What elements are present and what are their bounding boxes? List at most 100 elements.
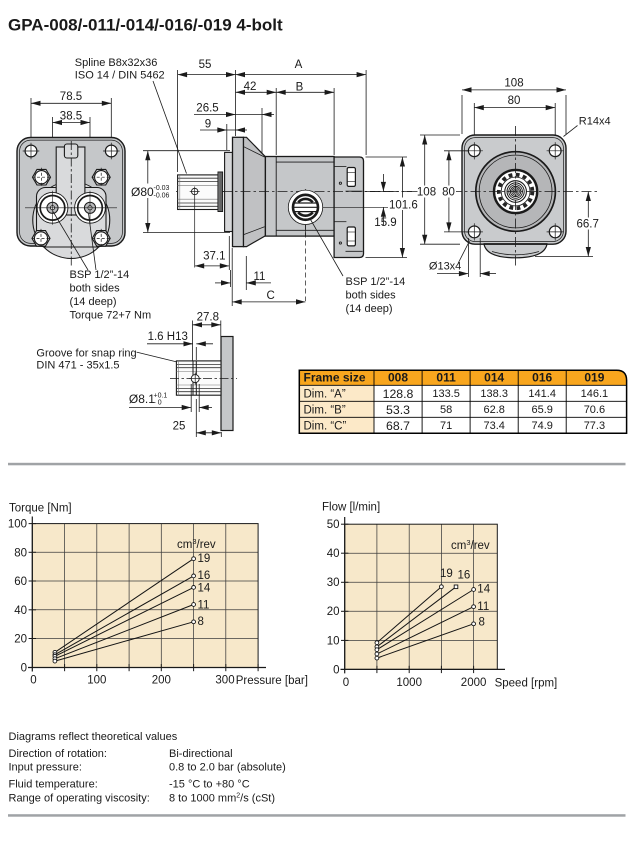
svg-text:BSP 1/2”-14: BSP 1/2”-14 <box>346 276 406 288</box>
svg-text:Speed [rpm]: Speed [rpm] <box>495 678 558 690</box>
svg-text:138.3: 138.3 <box>480 388 508 400</box>
svg-text:014: 014 <box>484 371 504 385</box>
svg-text:55: 55 <box>199 59 212 71</box>
svg-text:9: 9 <box>205 119 211 131</box>
svg-text:62.8: 62.8 <box>483 404 504 416</box>
svg-text:53.3: 53.3 <box>386 403 410 417</box>
svg-text:40: 40 <box>14 605 27 617</box>
svg-text:DIN 471 - 35x1.5: DIN 471 - 35x1.5 <box>36 360 119 372</box>
svg-text:Frame size: Frame size <box>304 371 366 385</box>
svg-text:37.1: 37.1 <box>203 251 225 263</box>
svg-text:Range of operating viscosity:: Range of operating viscosity: <box>9 793 150 805</box>
svg-text:19: 19 <box>198 553 211 565</box>
svg-text:2000: 2000 <box>461 677 487 689</box>
svg-text:78.5: 78.5 <box>60 91 82 103</box>
svg-text:133.5: 133.5 <box>432 388 460 400</box>
svg-text:40: 40 <box>327 548 340 560</box>
svg-text:C: C <box>266 290 274 302</box>
svg-text:16: 16 <box>198 570 211 582</box>
svg-text:008: 008 <box>388 371 408 385</box>
svg-text:26.5: 26.5 <box>196 103 218 115</box>
svg-text:both sides: both sides <box>346 290 397 302</box>
svg-text:108: 108 <box>504 78 523 90</box>
svg-text:GPA-008/-011/-014/-016/-019 4-: GPA-008/-011/-014/-016/-019 4-bolt <box>8 16 283 35</box>
svg-text:20: 20 <box>327 606 340 618</box>
svg-text:-15 °C to +80 °C: -15 °C to +80 °C <box>169 779 250 791</box>
svg-text:300: 300 <box>215 675 234 687</box>
svg-text:Fluid temperature:: Fluid temperature: <box>9 779 98 791</box>
svg-text:70.6: 70.6 <box>584 404 605 416</box>
svg-text:Direction of rotation:: Direction of rotation: <box>9 748 107 760</box>
svg-text:27.8: 27.8 <box>197 312 219 324</box>
svg-text:101.6: 101.6 <box>389 200 418 212</box>
svg-text:1.6 H13: 1.6 H13 <box>148 331 188 343</box>
svg-text:20: 20 <box>14 634 27 646</box>
svg-text:38.5: 38.5 <box>60 111 82 123</box>
svg-text:ISO 14 / DIN 5462: ISO 14 / DIN 5462 <box>75 70 165 82</box>
svg-text:(14 deep): (14 deep) <box>346 303 393 315</box>
svg-text:100: 100 <box>87 675 106 687</box>
svg-text:60: 60 <box>14 576 27 588</box>
svg-text:16: 16 <box>458 570 471 582</box>
svg-text:0: 0 <box>333 664 339 676</box>
svg-text:19: 19 <box>440 568 453 580</box>
svg-text:8 to 1000 mm2/s (cSt): 8 to 1000 mm2/s (cSt) <box>169 793 275 805</box>
svg-text:128.8: 128.8 <box>383 387 414 401</box>
svg-text:200: 200 <box>152 675 171 687</box>
svg-text:10: 10 <box>327 635 340 647</box>
svg-text:A: A <box>295 59 303 71</box>
svg-text:30: 30 <box>327 577 340 589</box>
svg-text:100: 100 <box>8 519 27 531</box>
svg-text:0: 0 <box>21 662 27 674</box>
svg-text:-0.03: -0.03 <box>154 185 170 192</box>
svg-text:Bi-directional: Bi-directional <box>169 748 233 760</box>
svg-text:BSP 1/2”-14: BSP 1/2”-14 <box>70 269 130 281</box>
svg-text:8: 8 <box>479 617 485 629</box>
svg-text:25: 25 <box>173 421 186 433</box>
svg-text:14: 14 <box>198 583 211 595</box>
svg-text:0.8 to 2.0 bar (absolute): 0.8 to 2.0 bar (absolute) <box>169 762 286 774</box>
svg-text:66.7: 66.7 <box>577 219 599 231</box>
svg-text:80: 80 <box>508 95 521 107</box>
svg-text:73.4: 73.4 <box>483 420 504 432</box>
svg-text:Torque 72+7 Nm: Torque 72+7 Nm <box>70 310 152 322</box>
svg-text:cm3/rev: cm3/rev <box>177 537 216 551</box>
svg-text:Dim. “A”: Dim. “A” <box>304 389 346 401</box>
svg-text:Ø8.1: Ø8.1 <box>129 392 155 406</box>
svg-text:016: 016 <box>532 371 552 385</box>
svg-text:68.7: 68.7 <box>386 419 410 433</box>
svg-text:80: 80 <box>442 186 455 198</box>
svg-text:65.9: 65.9 <box>531 404 552 416</box>
svg-text:011: 011 <box>436 371 456 385</box>
svg-text:11: 11 <box>198 600 210 612</box>
svg-text:B: B <box>296 82 304 94</box>
svg-text:146.1: 146.1 <box>581 388 609 400</box>
svg-text:-0.06: -0.06 <box>154 193 170 200</box>
svg-text:+0.1: +0.1 <box>154 393 168 400</box>
svg-text:50: 50 <box>327 519 340 531</box>
svg-text:11: 11 <box>477 601 489 613</box>
svg-text:Ø80: Ø80 <box>131 185 154 199</box>
svg-text:(14 deep): (14 deep) <box>70 296 117 308</box>
svg-text:Dim. “B”: Dim. “B” <box>304 405 346 417</box>
svg-text:Torque [Nm]: Torque [Nm] <box>9 503 72 515</box>
svg-text:74.9: 74.9 <box>531 420 552 432</box>
svg-text:cm3/rev: cm3/rev <box>451 538 490 552</box>
svg-text:Diagrams reflect theoretical v: Diagrams reflect theoretical values <box>9 731 178 743</box>
svg-text:Input pressure:: Input pressure: <box>9 762 82 774</box>
svg-text:141.4: 141.4 <box>528 388 556 400</box>
svg-text:- 0: - 0 <box>154 400 162 407</box>
svg-text:11: 11 <box>254 271 266 283</box>
svg-text:8: 8 <box>198 616 204 628</box>
svg-text:77.3: 77.3 <box>584 420 605 432</box>
svg-text:71: 71 <box>440 420 452 432</box>
svg-text:Groove for snap ring: Groove for snap ring <box>36 348 136 360</box>
svg-text:both sides: both sides <box>70 283 121 295</box>
svg-text:15.9: 15.9 <box>374 217 396 229</box>
svg-text:Ø13x4: Ø13x4 <box>429 261 461 273</box>
svg-text:108: 108 <box>417 186 436 198</box>
svg-text:R14x4: R14x4 <box>579 116 611 128</box>
svg-text:019: 019 <box>584 371 604 385</box>
svg-text:Dim. “C”: Dim. “C” <box>304 421 347 433</box>
svg-text:0: 0 <box>343 677 349 689</box>
